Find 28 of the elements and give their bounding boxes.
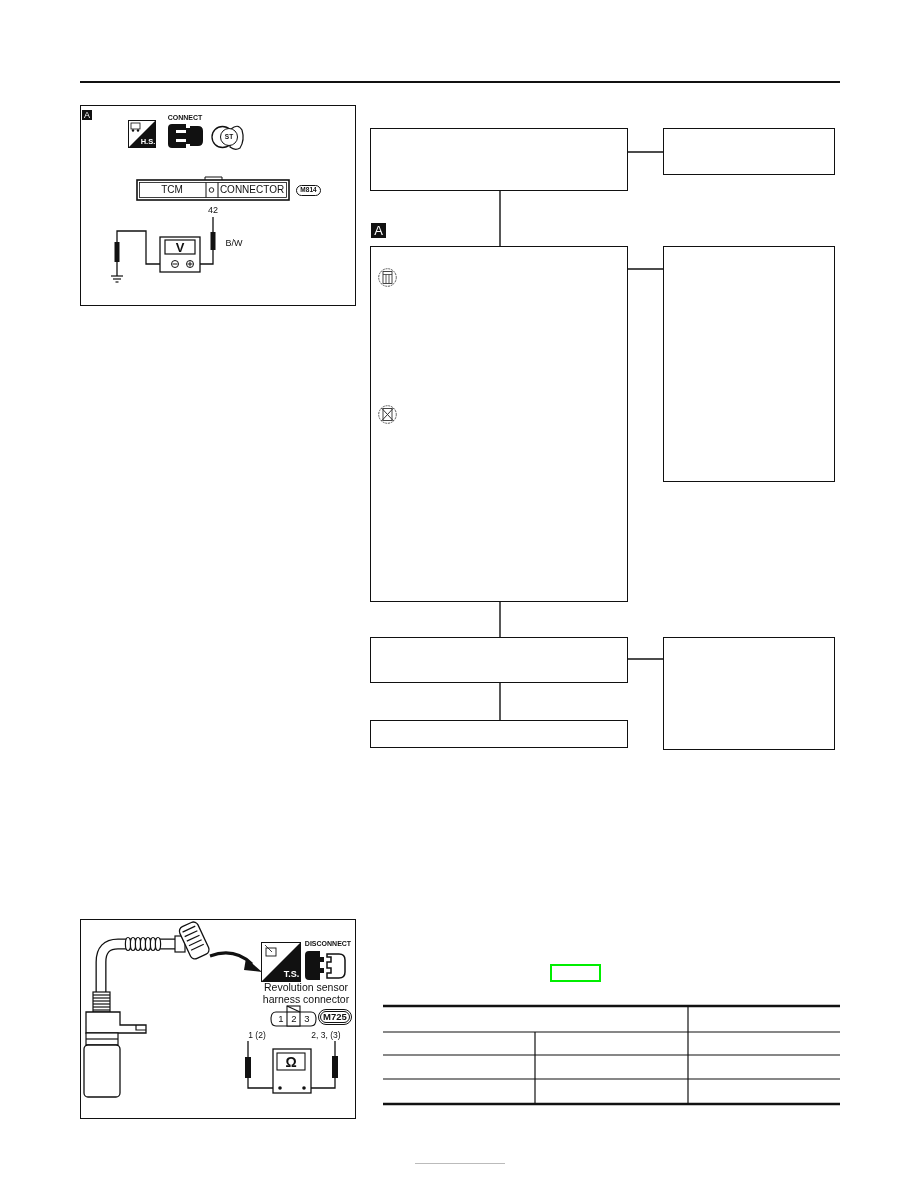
connector-line [627,268,664,270]
pin-number: 1 [277,1013,285,1025]
flowchart-box [663,246,835,482]
section-letter: A [371,223,386,238]
pin-number: 2 [290,1013,298,1025]
meter-symbol: Ω [284,1053,298,1070]
symbol-text: T.S. [283,969,300,980]
connector-line [499,682,501,721]
connector-caption: Revolution sensor harness connector [261,982,351,1006]
pin-number: 42 [207,205,219,215]
connector-label: TCM [160,184,184,196]
wire-color-label: B/W [224,238,244,248]
connector-label: CONNECTOR [220,184,284,196]
connector-line [499,190,501,247]
flowchart-box [370,246,628,602]
flowchart-box [370,637,628,683]
meter-symbol: V [174,240,186,254]
flowchart-box [370,720,628,748]
flowchart-box [663,128,835,175]
flowchart-box [663,637,835,750]
pin-label: 2, 3, (3) [310,1030,342,1040]
connector-line [627,151,664,153]
pin-number: 3 [303,1013,311,1025]
section-letter: A [82,110,92,120]
flowchart-box [370,128,628,191]
connector-line [627,658,664,660]
pin-label: 1 (2) [247,1030,267,1040]
connector-line [499,601,501,638]
